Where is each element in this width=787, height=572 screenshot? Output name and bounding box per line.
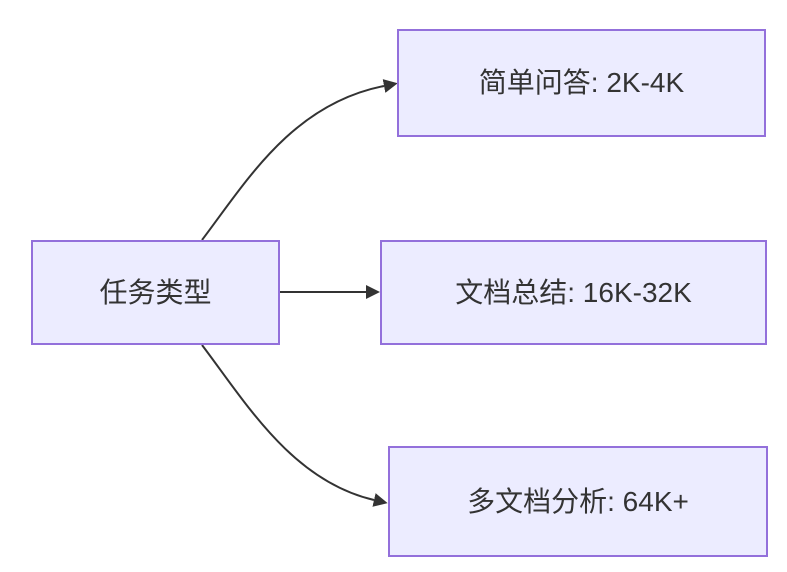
- node-simple-qa: 简单问答: 2K-4K: [397, 29, 766, 137]
- node-doc-summary-label: 文档总结: 16K-32K: [455, 276, 692, 308]
- node-multi-doc-label: 多文档分析: 64K+: [467, 485, 689, 517]
- node-doc-summary: 文档总结: 16K-32K: [380, 240, 767, 345]
- node-multi-doc: 多文档分析: 64K+: [388, 446, 768, 557]
- edge-to-simple-qa: [201, 79, 398, 241]
- edge-to-multi-doc: [201, 344, 388, 507]
- node-task-type-label: 任务类型: [99, 276, 212, 308]
- node-task-type: 任务类型: [31, 240, 280, 345]
- node-simple-qa-label: 简单问答: 2K-4K: [478, 67, 685, 99]
